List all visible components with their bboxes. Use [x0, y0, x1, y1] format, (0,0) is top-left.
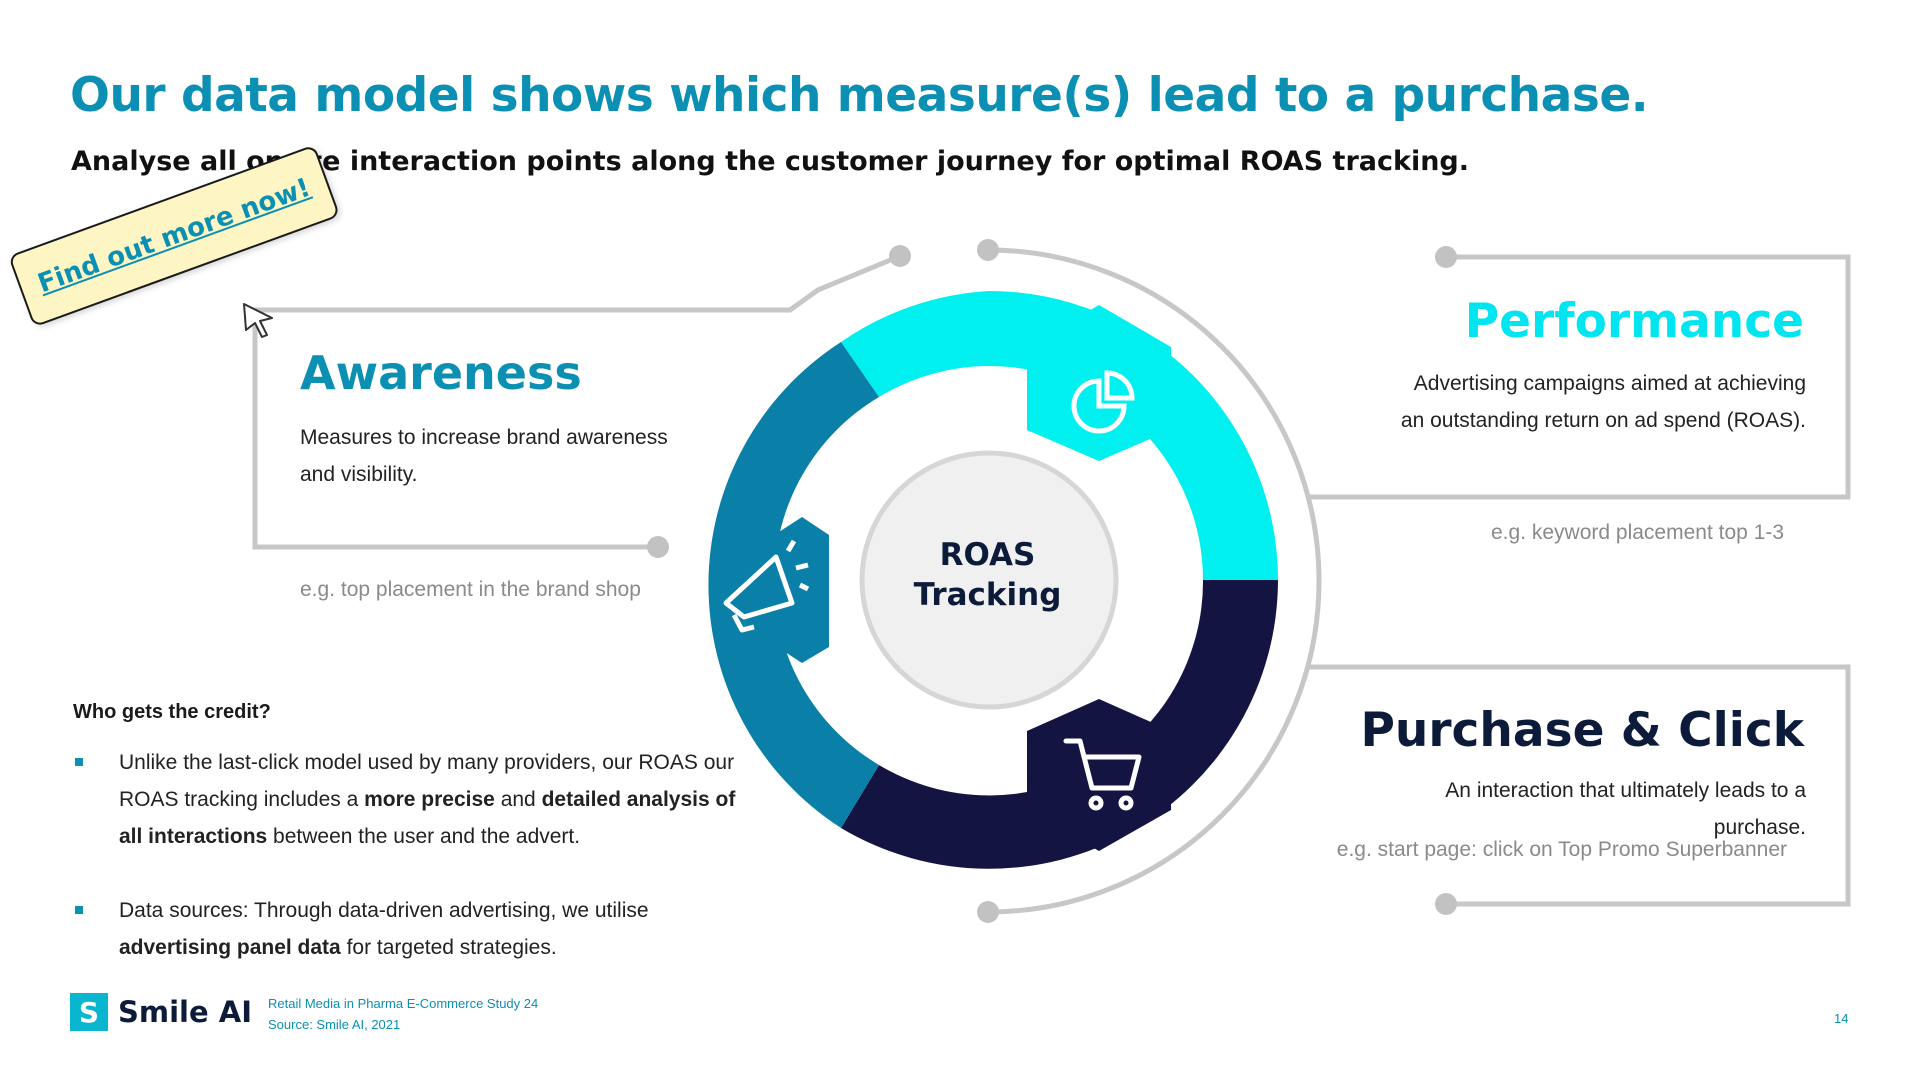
source-note: Retail Media in Pharma E-Commerce Study …	[268, 993, 538, 1035]
awareness-frame	[252, 253, 901, 550]
purchase-description-line2: purchase.	[1713, 816, 1806, 839]
center-label-line1: ROAS	[939, 537, 1036, 573]
awareness-segment	[708, 342, 879, 828]
purchase-example: e.g. start page: click on Top Promo Supe…	[1336, 838, 1787, 861]
bullet-marker	[75, 906, 83, 914]
credit-bullet-1-text-2: and	[494, 788, 542, 811]
logo-name: Smile AI	[118, 995, 252, 1029]
performance-segment-top	[841, 291, 989, 397]
center-label-line2: Tracking	[913, 577, 1062, 613]
credit-bullet-1-text: Unlike the last-click model used by many…	[119, 751, 735, 811]
source-line-2: Source: Smile AI, 2021	[268, 1017, 401, 1032]
awareness-description-line1: Measures to increase brand awareness	[300, 426, 668, 449]
pie-chart-icon	[1071, 370, 1135, 434]
performance-title: Performance	[1464, 294, 1804, 349]
smile-ai-logo: S Smile AI	[70, 993, 252, 1031]
awareness-icon-tab	[759, 517, 829, 663]
credit-bullet-2: Data sources: Through data-driven advert…	[73, 892, 753, 966]
outer-arc-dot-bottom	[977, 901, 999, 923]
purchase-title: Purchase & Click	[1360, 703, 1804, 758]
purchase-description: An interaction that ultimately leads to …	[1445, 772, 1806, 846]
center-circle	[859, 450, 1119, 710]
credit-bullet-1-bold-1: more precise	[364, 788, 495, 811]
performance-description-line2: an outstanding return on ad spend (ROAS)…	[1400, 409, 1806, 432]
purchase-icon-tab	[1027, 699, 1171, 851]
cursor-icon	[243, 303, 273, 338]
awareness-dot-top	[889, 245, 911, 267]
awareness-description-line2: and visibility.	[300, 463, 418, 486]
credit-bullet-1-bold-2: detailed analysis of all interactions	[119, 788, 736, 848]
awareness-title: Awareness	[300, 346, 582, 400]
performance-description: Advertising campaigns aimed at achieving…	[1401, 365, 1806, 439]
outer-arc-dot-top	[977, 239, 999, 261]
outer-arc	[987, 247, 1322, 915]
credit-bullet-2-text-2: for targeted strategies.	[340, 936, 557, 959]
source-line-1: Retail Media in Pharma E-Commerce Study …	[268, 996, 539, 1011]
performance-description-line1: Advertising campaigns aimed at achieving	[1413, 372, 1806, 395]
credit-bullet-1: Unlike the last-click model used by many…	[73, 744, 753, 855]
roas-cycle-diagram	[708, 291, 1278, 869]
center-label: ROAS Tracking	[860, 535, 1115, 615]
megaphone-icon	[723, 539, 810, 633]
awareness-example: e.g. top placement in the brand shop	[300, 578, 641, 601]
credit-bullet-2-text: Data sources: Through data-driven advert…	[119, 899, 649, 922]
awareness-dot-bottom	[647, 536, 669, 558]
performance-frame	[1306, 254, 1851, 500]
credit-title: Who gets the credit?	[73, 701, 271, 723]
performance-example: e.g. keyword placement top 1-3	[1491, 521, 1784, 544]
credit-bullet-1-text-3: between the user and the advert.	[267, 825, 581, 848]
bullet-marker	[75, 758, 83, 766]
shopping-cart-icon	[1063, 738, 1142, 811]
credit-bullet-list: Unlike the last-click model used by many…	[73, 744, 753, 966]
credit-bullet-2-bold-1: advertising panel data	[119, 936, 341, 959]
performance-dot	[1435, 246, 1457, 268]
purchase-dot	[1435, 893, 1457, 915]
purchase-frame	[1308, 664, 1851, 907]
page-title: Our data model shows which measure(s) le…	[70, 68, 1649, 123]
logo-mark: S	[70, 993, 108, 1031]
awareness-description: Measures to increase brand awareness and…	[300, 419, 668, 493]
purchase-description-line1: An interaction that ultimately leads to …	[1445, 779, 1806, 802]
page-number: 14	[1834, 1011, 1849, 1026]
